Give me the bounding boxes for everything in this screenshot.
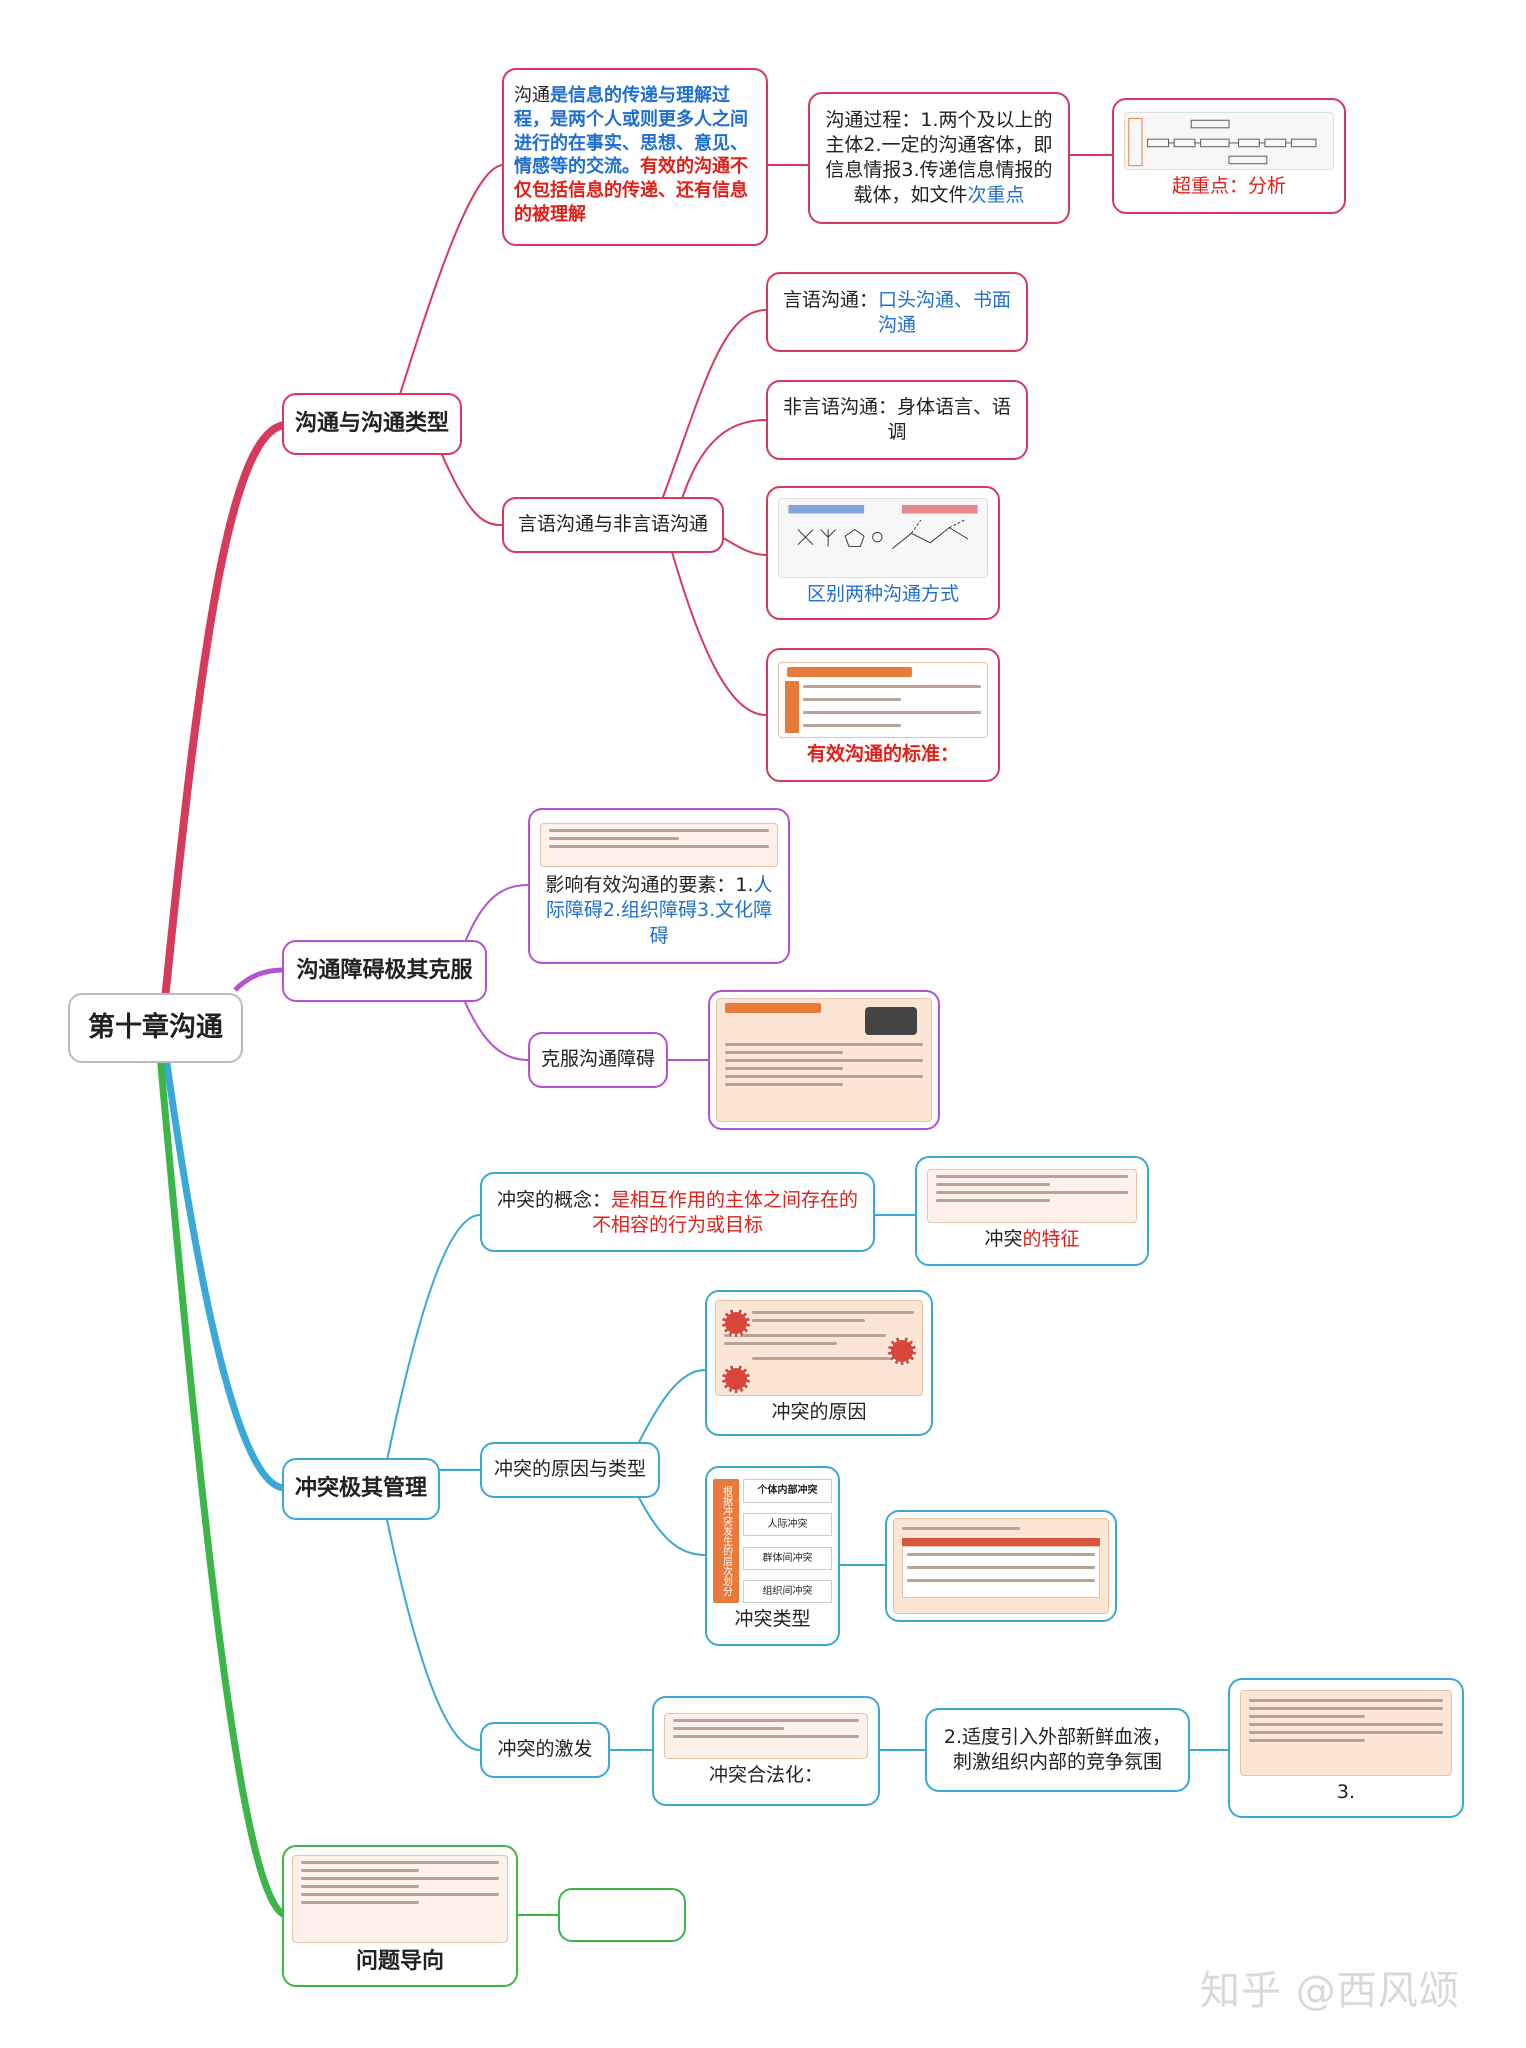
connector-types-effective	[669, 544, 767, 716]
effective-standard-thumbnail	[778, 662, 988, 739]
root-title: 第十章沟通	[88, 1012, 223, 1044]
types-caption: 冲突类型	[734, 1608, 811, 1631]
communication-definition-node[interactable]: 沟通是信息的传递与理解过程，是两个人或则更多人之间进行的在事实、思想、意见、情感…	[502, 68, 768, 246]
connector-root-branch3	[161, 1049, 286, 1492]
conflict-stimulate-node[interactable]: 冲突的激发	[480, 1722, 610, 1778]
connector-ct-types	[634, 1489, 706, 1556]
network-diagram-thumbnail	[778, 498, 988, 579]
conflict-types-table-thumbnail	[893, 1518, 1109, 1614]
definition-term: 沟通	[514, 85, 550, 106]
third-caption: 3.	[1336, 1781, 1356, 1804]
types-item: 组织间冲突	[743, 1580, 832, 1604]
overcome-barriers-node[interactable]: 克服沟通障碍	[528, 1032, 668, 1088]
types-item: 人际冲突	[743, 1513, 832, 1537]
types-side-label: 根据冲突发生的层次划分	[713, 1479, 739, 1604]
verbal-nonverbal-node[interactable]: 言语沟通与非言语沟通	[502, 497, 724, 553]
new-blood-text: 2.适度引入外部新鲜血液，刺激组织内部的竞争氛围	[943, 1725, 1172, 1773]
conflict-types-node[interactable]: 根据冲突发生的层次划分 个体内部冲突 人际冲突 群体间冲突 组织间冲突 冲突类型	[705, 1466, 840, 1646]
connector-b2-factors	[459, 884, 529, 956]
distinguish-caption: 区别两种沟通方式	[806, 583, 959, 606]
empty-topic-node[interactable]	[558, 1888, 686, 1942]
zhihu-watermark: 知乎 @西风颂	[1200, 1968, 1460, 2014]
features-caption: 冲突的特征	[984, 1227, 1079, 1252]
connector-b1-definition	[394, 164, 503, 411]
branch-title: 沟通与沟通类型	[294, 411, 449, 437]
connector-ct-causes	[634, 1369, 706, 1451]
branch-problem-oriented[interactable]: 问题导向	[282, 1845, 518, 1987]
factors-prefix: 影响有效沟通的要素：1.	[545, 874, 754, 897]
stimulate-label: 冲突的激发	[497, 1738, 593, 1761]
definition-body: 是信息的传递与理解过程，是两个人或则更多人之间进行的在事实、思想、意见、情感等的…	[514, 85, 748, 178]
conflict-features-thumbnail	[927, 1169, 1137, 1224]
connector-b2-overcome	[459, 989, 529, 1061]
new-blood-node[interactable]: 2.适度引入外部新鲜血液，刺激组织内部的竞争氛围	[925, 1708, 1190, 1792]
third-method-node[interactable]: 3.	[1228, 1678, 1464, 1818]
branch-title: 冲突极其管理	[294, 1476, 427, 1502]
connector-root-branch1	[161, 421, 286, 1001]
causes-types-label: 冲突的原因与类型	[493, 1458, 646, 1481]
factors-list: 人际障碍2.组织障碍3.文化障碍	[545, 874, 773, 947]
connector-b3-concept	[384, 1214, 481, 1471]
nonverbal-communication-node[interactable]: 非言语沟通：身体语言、语调	[766, 380, 1028, 460]
conflict-causes-node[interactable]: 冲突的原因	[705, 1290, 933, 1436]
connector-root-branch4	[156, 1054, 287, 1919]
connector-types-verbal	[659, 309, 767, 506]
overcome-thumbnail-node[interactable]	[708, 990, 940, 1130]
overcome-label: 克服沟通障碍	[540, 1048, 655, 1071]
conflict-causes-types-node[interactable]: 冲突的原因与类型	[480, 1442, 660, 1498]
types-item: 群体间冲突	[743, 1546, 832, 1570]
analysis-caption: 超重点：分析	[1172, 174, 1286, 199]
types-item: 个体内部冲突	[743, 1479, 832, 1503]
root-topic[interactable]: 第十章沟通	[68, 993, 243, 1063]
connector-b1-types	[439, 449, 503, 526]
process-flow-icon	[1128, 118, 1317, 167]
barrier-factors-thumbnail	[540, 823, 778, 868]
process-diagram-thumbnail	[1124, 112, 1334, 171]
analysis-value: 分析	[1248, 175, 1287, 198]
effective-caption: 有效沟通的标准：	[806, 743, 959, 766]
conflict-legalize-node[interactable]: 冲突合法化：	[652, 1696, 880, 1806]
analysis-node[interactable]: 超重点：分析	[1112, 98, 1346, 214]
legalize-thumbnail	[664, 1713, 868, 1760]
network-icon	[788, 505, 978, 550]
conflict-types-table-node[interactable]	[885, 1510, 1117, 1622]
connector-root-branch2	[233, 967, 286, 992]
process-highlight: 次重点	[967, 184, 1025, 207]
branch-conflict-management[interactable]: 冲突极其管理	[282, 1458, 440, 1520]
types-node-label: 言语沟通与非言语沟通	[517, 513, 708, 536]
branch-title: 沟通障碍极其克服	[296, 958, 473, 984]
overcome-barriers-thumbnail	[716, 998, 932, 1122]
conflict-types-panel: 根据冲突发生的层次划分 个体内部冲突 人际冲突 群体间冲突 组织间冲突	[713, 1479, 832, 1604]
process-text: 沟通过程：1.两个及以上的主体2.一定的沟通客体，即信息情报3.传递信息情报的载…	[825, 109, 1053, 207]
causes-caption: 冲突的原因	[771, 1401, 867, 1424]
branch-communication-barriers[interactable]: 沟通障碍极其克服	[282, 940, 487, 1002]
analysis-label: 超重点：	[1171, 175, 1248, 198]
concept-label: 冲突的概念：	[496, 1189, 611, 1211]
verbal-communication-node[interactable]: 言语沟通：口头沟通、书面沟通	[766, 272, 1028, 352]
legalize-caption: 冲突合法化：	[708, 1764, 823, 1787]
nonverbal-text: 非言语沟通：身体语言、语调	[782, 395, 1011, 443]
conflict-causes-thumbnail	[715, 1300, 923, 1397]
problem-list-thumbnail	[292, 1855, 508, 1944]
verbal-value: 口头沟通、书面沟通	[877, 289, 1012, 337]
conflict-features-node[interactable]: 冲突的特征	[915, 1156, 1149, 1266]
features-p2: 的特征	[1022, 1228, 1080, 1251]
definition-effective: 有效的沟通不仅包括信息的传递、还有信息的被理解	[514, 156, 748, 225]
barrier-factors-node[interactable]: 影响有效沟通的要素：1.人际障碍2.组织障碍3.文化障碍	[528, 808, 790, 964]
verbal-label: 言语沟通：	[782, 289, 878, 311]
branch-communication-types[interactable]: 沟通与沟通类型	[282, 393, 462, 455]
concept-value: 是相互作用的主体之间存在的不相容的行为或目标	[591, 1189, 859, 1237]
conflict-concept-node[interactable]: 冲突的概念：是相互作用的主体之间存在的不相容的行为或目标	[480, 1172, 875, 1252]
third-method-thumbnail	[1240, 1690, 1452, 1777]
problem-oriented-title: 问题导向	[355, 1949, 444, 1975]
communication-process-node[interactable]: 沟通过程：1.两个及以上的主体2.一定的沟通客体，即信息情报3.传递信息情报的载…	[808, 92, 1070, 224]
distinguish-node[interactable]: 区别两种沟通方式	[766, 486, 1000, 620]
connector-b3-stimulate	[384, 1509, 481, 1751]
connector-types-nonverbal	[679, 419, 767, 506]
factors-text: 影响有效沟通的要素：1.人际障碍2.组织障碍3.文化障碍	[540, 873, 778, 948]
effective-standard-node[interactable]: 有效沟通的标准：	[766, 648, 1000, 782]
features-p1: 冲突	[984, 1228, 1023, 1251]
